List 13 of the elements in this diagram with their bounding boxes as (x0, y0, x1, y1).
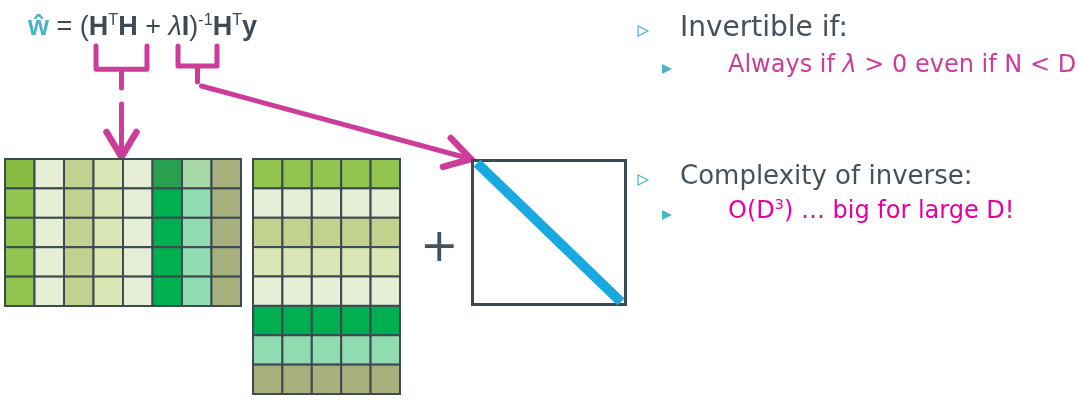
diagonal-matrix (471, 159, 627, 306)
plus-sign: + (420, 218, 459, 272)
matrix-grid (5, 159, 241, 306)
curly-brace (93, 44, 150, 90)
arrow (199, 83, 475, 171)
bullet-heading: Invertible if: (680, 10, 848, 43)
curly-brace (175, 44, 220, 84)
formula: ŵ = (H$^{T}$H + λI)$^{-1}$H$^{T}$y (28, 10, 258, 42)
arrow (103, 101, 140, 161)
bullet-heading: Complexity of inverse: (680, 160, 973, 190)
bullet-text: Always if λ > 0 even if N < D (728, 50, 1077, 78)
matrix-grid (253, 159, 400, 394)
bullet-text: O(D$^{3}$) … big for large D! (728, 196, 1015, 224)
